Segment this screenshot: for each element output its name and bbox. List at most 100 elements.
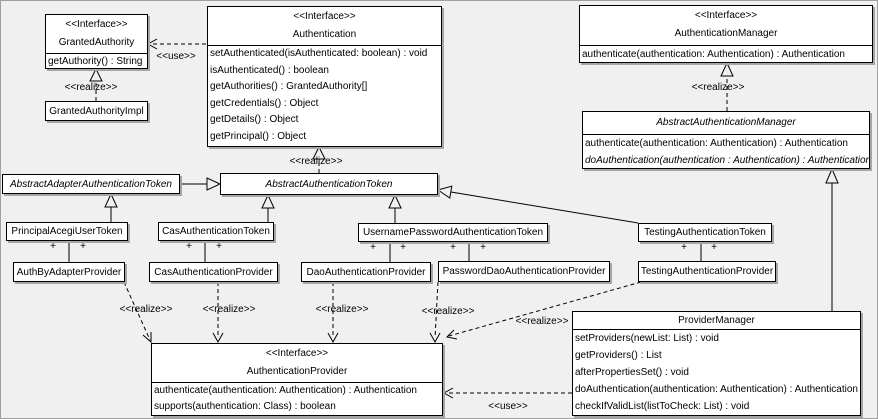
- class-name: AbstractAdapterAuthenticationToken: [10, 178, 172, 190]
- class-name: ProviderManager: [678, 315, 755, 326]
- class-authentication-provider[interactable]: <<Interface>> AuthenticationProvider aut…: [151, 343, 443, 416]
- association-plus: +: [450, 242, 456, 253]
- class-principal-acegi-user-token[interactable]: PrincipalAcegiUserToken: [6, 222, 128, 241]
- generalization-abstractadapter-to-abstracttoken: [181, 177, 222, 191]
- association-plus: +: [216, 241, 222, 252]
- realize-daoprovider-to-authprovider: [327, 282, 339, 344]
- method: getDetails() : Object: [210, 114, 299, 125]
- use-providermanager-to-authprovider: [442, 387, 572, 399]
- realize-label: <<realize>>: [315, 304, 369, 315]
- class-name: PrincipalAcegiUserToken: [11, 226, 123, 237]
- realize-label: <<realize>>: [515, 316, 569, 327]
- method: afterPropertiesSet() : void: [575, 367, 689, 378]
- class-provider-manager[interactable]: ProviderManager setProviders(newList: Li…: [572, 311, 861, 416]
- class-name: CasAuthenticationToken: [162, 226, 270, 237]
- class-testing-authentication-provider[interactable]: TestingAuthenticationProvider: [638, 261, 776, 282]
- realize-testingprovider-to-authprovider: [445, 281, 642, 340]
- generalization-cas-to-abstracttoken: [261, 193, 275, 222]
- class-abstract-authentication-token[interactable]: AbstractAuthenticationToken: [220, 173, 438, 195]
- class-password-dao-authentication-provider[interactable]: PasswordDaoAuthenticationProvider: [438, 261, 610, 282]
- stereotype-label: <<Interface>>: [293, 11, 356, 22]
- realize-label: <<realize>>: [691, 82, 745, 93]
- class-title: <<Interface>> Authentication: [208, 7, 441, 45]
- realize-label: <<realize>>: [289, 156, 343, 167]
- method: setProviders(newList: List) : void: [575, 333, 719, 344]
- class-dao-authentication-provider[interactable]: DaoAuthenticationProvider: [301, 262, 431, 282]
- stereotype-label: <<Interface>>: [65, 19, 128, 30]
- class-testing-authentication-token[interactable]: TestingAuthenticationToken: [638, 223, 772, 242]
- class-cas-authentication-token[interactable]: CasAuthenticationToken: [158, 222, 274, 241]
- class-granted-authority-impl[interactable]: GrantedAuthorityImpl: [45, 101, 148, 121]
- class-title: AbstractAuthenticationManager: [583, 112, 869, 134]
- association-plus: +: [80, 241, 86, 252]
- association-plus: +: [50, 241, 56, 252]
- class-name: AbstractAuthenticationManager: [656, 117, 796, 128]
- method: doAuthentication(authentication : Authen…: [585, 155, 869, 166]
- class-name: TestingAuthenticationToken: [644, 227, 766, 238]
- method: authenticate(authentication: Authenticat…: [585, 138, 848, 149]
- class-name: AuthenticationProvider: [246, 366, 348, 377]
- class-name: GrantedAuthority: [58, 37, 135, 48]
- class-title: ProviderManager: [573, 312, 860, 329]
- class-name: AuthenticationManager: [674, 28, 778, 39]
- method: authenticate(authentication: Authenticat…: [154, 385, 417, 396]
- class-auth-by-adapter-provider[interactable]: AuthByAdapterProvider: [13, 262, 125, 282]
- class-authentication-manager[interactable]: <<Interface>> AuthenticationManager auth…: [579, 5, 873, 63]
- realize-grantedauthorityimpl-to-grantedauthority: [89, 67, 103, 101]
- realize-label: <<realize>>: [421, 306, 475, 317]
- methods-compartment: getAuthority() : String: [46, 53, 147, 69]
- methods-compartment: setProviders(newList: List) : void getPr…: [573, 329, 860, 415]
- method: getProviders() : List: [575, 350, 662, 361]
- generalization-providermanager-to-abstractauthmanager: [825, 167, 839, 311]
- class-name: DaoAuthenticationProvider: [306, 266, 426, 278]
- association-plus: +: [711, 242, 717, 253]
- class-name: TestingAuthenticationProvider: [640, 266, 774, 277]
- method: checkIfValidList(listToCheck: List) : vo…: [575, 401, 750, 412]
- class-name: UsernamePasswordAuthenticationToken: [362, 227, 544, 238]
- use-label: <<use>>: [156, 51, 196, 62]
- class-abstract-adapter-authentication-token[interactable]: AbstractAdapterAuthenticationToken: [2, 174, 180, 194]
- use-authentication-to-grantedauthority: [146, 38, 206, 50]
- realize-label: <<realize>>: [202, 304, 256, 315]
- methods-compartment: authenticate(authentication: Authenticat…: [152, 382, 442, 415]
- realize-authbyadapter-to-authprovider: [123, 281, 152, 344]
- class-name: AuthByAdapterProvider: [16, 266, 122, 278]
- class-name: GrantedAuthorityImpl: [49, 105, 144, 117]
- association-plus: +: [480, 242, 486, 253]
- realize-abstracttoken-to-authentication: [312, 145, 326, 173]
- method: setAuthenticated(isAuthenticated: boolea…: [210, 48, 428, 59]
- class-cas-authentication-provider[interactable]: CasAuthenticationProvider: [149, 262, 278, 282]
- class-name: CasAuthenticationProvider: [154, 266, 273, 278]
- stereotype-label: <<Interface>>: [265, 348, 329, 359]
- method: getPrincipal() : Object: [210, 130, 307, 142]
- use-label: <<use>>: [488, 401, 528, 412]
- method: isAuthenticated() : boolean: [210, 64, 329, 76]
- class-abstract-authentication-manager[interactable]: AbstractAuthenticationManager authentica…: [582, 111, 870, 169]
- class-title: <<Interface>> AuthenticationManager: [580, 6, 872, 45]
- method: getAuthority() : String: [48, 56, 143, 67]
- generalization-principal-to-abstractadapter: [104, 192, 118, 222]
- realize-label: <<realize>>: [64, 82, 118, 93]
- methods-compartment: setAuthenticated(isAuthenticated: boolea…: [208, 45, 441, 145]
- method: supports(authentication: Class) : boolea…: [154, 401, 336, 412]
- class-granted-authority[interactable]: <<Interface>> GrantedAuthority getAuthor…: [45, 14, 148, 69]
- method: getCredentials() : Object: [210, 97, 319, 109]
- methods-compartment: authenticate(authentication: Authenticat…: [580, 45, 872, 63]
- generalization-usernamepassword-to-abstracttoken: [388, 193, 402, 223]
- class-username-password-authentication-token[interactable]: UsernamePasswordAuthenticationToken: [358, 223, 548, 242]
- association-plus: +: [370, 242, 376, 253]
- method: authenticate(authentication: Authenticat…: [582, 49, 845, 60]
- realize-casprovider-to-authprovider: [212, 282, 224, 344]
- class-title: <<Interface>> AuthenticationProvider: [152, 344, 442, 382]
- realize-passworddao-to-authprovider: [429, 281, 441, 344]
- association-plus: +: [186, 241, 192, 252]
- method: doAuthentication(authentication: Authent…: [575, 384, 858, 395]
- class-authentication[interactable]: <<Interface>> Authentication setAuthenti…: [207, 6, 442, 147]
- methods-compartment: authenticate(authentication: Authenticat…: [583, 134, 869, 169]
- class-name: AbstractAuthenticationToken: [265, 178, 393, 190]
- class-name: PasswordDaoAuthenticationProvider: [442, 266, 606, 277]
- class-name: Authentication: [292, 29, 357, 40]
- stereotype-label: <<Interface>>: [694, 10, 758, 21]
